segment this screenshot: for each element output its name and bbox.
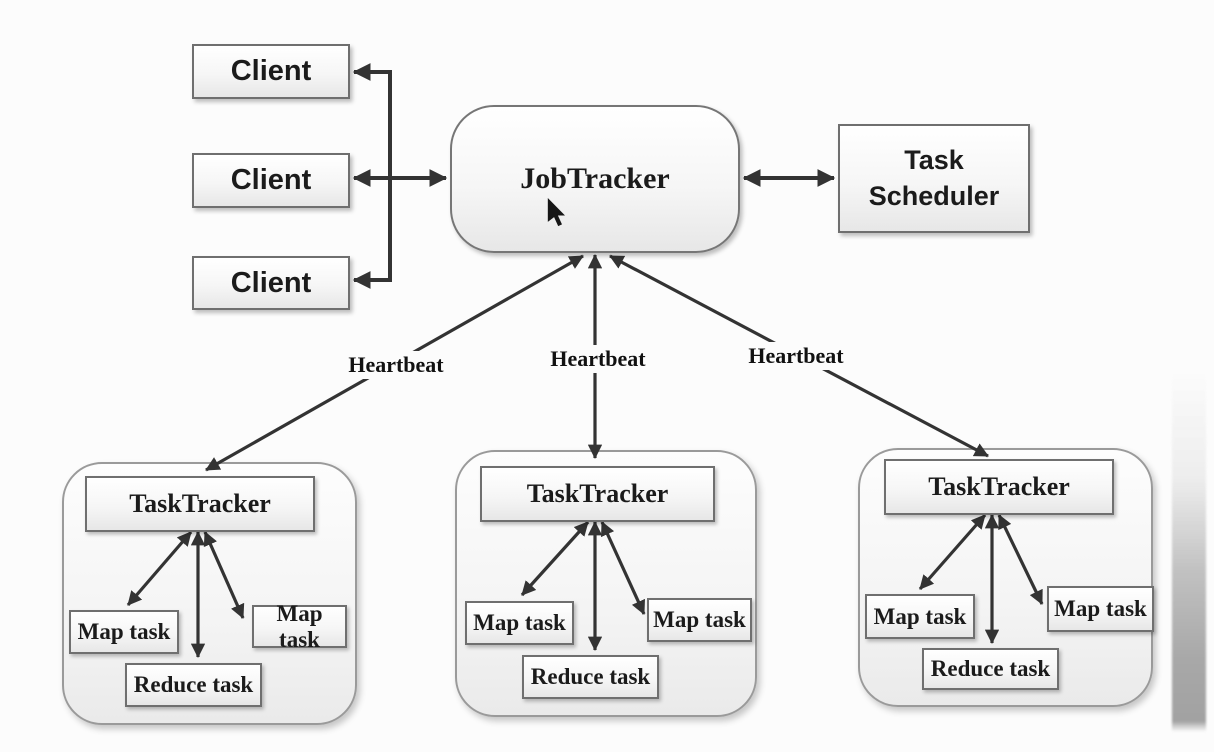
reduce-task-box: Reduce task	[125, 663, 262, 707]
map-task-right-label: Map task	[1054, 596, 1147, 621]
client-label: Client	[230, 266, 312, 299]
map-task-left-box: Map task	[865, 594, 975, 639]
reduce-task-label: Reduce task	[133, 672, 254, 697]
map-task-left-box: Map task	[465, 601, 574, 645]
map-task-right-label: Map task	[653, 607, 746, 632]
tasktracker-box: TaskTracker	[480, 466, 715, 522]
page-edge-shadow	[1172, 370, 1206, 732]
tasktracker-label: TaskTracker	[928, 472, 1070, 501]
reduce-task-label: Reduce task	[530, 664, 651, 689]
client-box-3: Client	[192, 256, 350, 310]
map-task-right-box: Map task	[647, 598, 752, 642]
tasktracker-group-3: TaskTracker Map task Reduce task Map tas…	[858, 448, 1154, 707]
tasktracker-label: TaskTracker	[129, 489, 271, 518]
tasktracker-group-2: TaskTracker Map task Reduce task Map tas…	[455, 450, 757, 717]
arrow-tracker2-map-right	[600, 521, 646, 615]
arrow-tracker1-map-right	[203, 531, 245, 619]
map-task-left-label: Map task	[873, 603, 967, 629]
arrow-tracker3-map-right	[997, 514, 1044, 605]
heartbeat-label-3: Heartbeat	[746, 342, 846, 370]
arrow-tracker1-map-left	[126, 530, 193, 607]
tasktracker-box: TaskTracker	[884, 459, 1114, 515]
heartbeat-label-1: Heartbeat	[346, 351, 446, 379]
mouse-pointer-icon	[547, 198, 565, 227]
arrow-tracker3-map-left	[918, 513, 987, 591]
heartbeat-label-2: Heartbeat	[548, 345, 648, 373]
client-label: Client	[230, 164, 312, 196]
map-task-right-box: Map task	[1047, 586, 1154, 632]
reduce-task-box: Reduce task	[922, 648, 1059, 690]
jobtracker-box: JobTracker	[450, 105, 740, 253]
map-task-left-label: Map task	[77, 619, 171, 644]
map-task-right-box: Map task	[252, 601, 347, 652]
map-task-left-label: Map task	[473, 610, 566, 635]
tasktracker-box: TaskTracker	[85, 476, 315, 532]
client-box-2: Client	[192, 153, 350, 208]
client-label: Client	[230, 55, 312, 87]
task-scheduler-label: Task Scheduler	[868, 144, 1000, 211]
jobtracker-label: JobTracker	[520, 162, 670, 195]
arrow-tracker2-map-left	[520, 520, 590, 597]
client-box-1: Client	[192, 44, 350, 99]
task-scheduler-box: Task Scheduler	[838, 124, 1030, 233]
map-task-right-label: Map task	[276, 600, 323, 652]
map-task-left-box: Map task	[69, 610, 179, 654]
reduce-task-box: Reduce task	[522, 655, 659, 699]
tasktracker-group-1: TaskTracker Map task Reduce task Map tas…	[62, 462, 357, 725]
tasktracker-label: TaskTracker	[526, 479, 669, 508]
reduce-task-label: Reduce task	[930, 656, 1051, 681]
